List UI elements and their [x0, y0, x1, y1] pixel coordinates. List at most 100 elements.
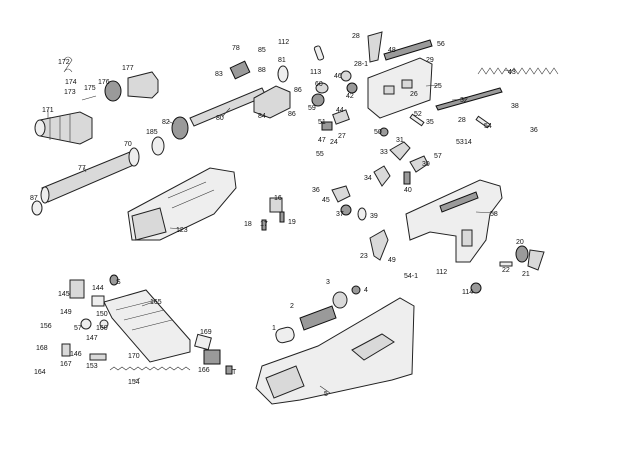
- part-label-p1: 1: [272, 325, 276, 332]
- part-144-S: [91, 274, 119, 307]
- leader-line-p154: [133, 377, 141, 382]
- part-label-p36b: 36: [312, 187, 320, 194]
- part-label-p57: 57: [434, 153, 442, 160]
- part-label-p175: 175: [84, 85, 96, 92]
- magazine-165: [103, 289, 191, 363]
- spring-172: [63, 56, 73, 73]
- part-20-21-22: [499, 245, 545, 271]
- part-label-p165: 165: [150, 299, 162, 306]
- recoil-spring-43: [477, 67, 559, 75]
- leader-line-p77: [83, 166, 87, 173]
- part-label-p5: 5: [324, 391, 328, 398]
- part-16-17-19: [261, 197, 285, 231]
- part-label-p35: 35: [426, 119, 434, 126]
- part-44-51: [321, 109, 350, 131]
- part-label-p173: 173: [64, 89, 76, 96]
- part-label-p83: 83: [215, 71, 223, 78]
- part-label-p86b: 86: [288, 111, 296, 118]
- leader-line-p165: [141, 300, 157, 307]
- part-label-p60: 60: [315, 81, 323, 88]
- part-label-p185: 185: [146, 129, 158, 136]
- part-label-p78: 78: [232, 45, 240, 52]
- part-label-p145: 145: [58, 291, 70, 298]
- small-parts-magazine: [61, 318, 109, 361]
- part-label-p170: 170: [128, 353, 140, 360]
- part-label-p58: 58: [490, 211, 498, 218]
- part-label-p70: 70: [124, 141, 132, 148]
- bolt-assembly-84: [229, 60, 291, 119]
- ring-70: [128, 147, 140, 167]
- leader-line-p32: [451, 98, 467, 101]
- part-label-p87: 87: [30, 195, 38, 202]
- part-label-p17: 17: [260, 221, 268, 228]
- part-label-p86a: 86: [294, 87, 302, 94]
- leader-line-p25: [425, 84, 441, 87]
- pin-113: [313, 45, 325, 61]
- part-label-p146: 146: [70, 351, 82, 358]
- part-label-p56: 56: [437, 41, 445, 48]
- leader-line-p5: [319, 385, 331, 394]
- part-label-p113: 113: [310, 69, 321, 76]
- part-label-p21: 21: [522, 271, 530, 278]
- part-T: [225, 365, 233, 375]
- spring-154: [109, 366, 191, 371]
- part-label-p16: 16: [274, 195, 282, 202]
- part-label-p177: 177: [122, 65, 134, 72]
- part-label-p168: 168: [36, 345, 48, 352]
- part-label-p160: 160: [96, 325, 108, 332]
- part-label-p112a: 112: [278, 39, 289, 46]
- part-label-p23: 23: [360, 253, 368, 260]
- part-label-p54b: 54-1: [404, 273, 418, 280]
- part-label-p53: 53: [456, 139, 464, 146]
- part-46-42: [340, 70, 358, 94]
- part-label-p2: 2: [290, 303, 294, 310]
- part-label-p144: 144: [92, 285, 104, 292]
- part-label-p57b: 57: [74, 325, 82, 332]
- part-label-pS: S: [116, 279, 121, 286]
- part-label-p32: 32: [460, 97, 468, 104]
- part-label-p169: 169: [200, 329, 212, 336]
- leader-line-p123: [169, 227, 183, 230]
- part-label-p38: 38: [511, 103, 519, 110]
- part-label-p3: 3: [326, 279, 330, 286]
- part-label-p82: 82: [162, 119, 170, 126]
- part-label-p55: 55: [316, 151, 324, 158]
- part-label-p26: 26: [410, 91, 418, 98]
- part-label-p112b: 112: [436, 269, 447, 276]
- part-label-p20: 20: [516, 239, 524, 246]
- part-label-p172: 172: [58, 59, 70, 66]
- leader-line-p82: [167, 120, 175, 125]
- part-34-40: [373, 165, 411, 187]
- part-label-p19: 19: [288, 219, 296, 226]
- leader-line-p58: [475, 211, 497, 214]
- part-label-p24: 24: [330, 139, 338, 146]
- leader-line-p43: [503, 69, 515, 72]
- part-label-p147: 147: [86, 335, 98, 342]
- part-label-p22: 22: [502, 267, 510, 274]
- part-label-p30: 30: [422, 161, 430, 168]
- part-label-p84: 84: [258, 113, 266, 120]
- rod-32: [435, 87, 503, 111]
- part-label-p59: 59: [308, 105, 316, 112]
- part-label-p27: 27: [338, 133, 346, 140]
- part-label-p80: 80: [216, 115, 224, 122]
- part-label-p29: 29: [426, 57, 434, 64]
- part-label-p4: 4: [364, 287, 368, 294]
- part-label-p40: 40: [404, 187, 412, 194]
- part-label-p48: 48: [388, 47, 396, 54]
- part-label-p52: 52: [414, 111, 422, 118]
- part-label-p164: 164: [34, 369, 46, 376]
- part-label-p153: 153: [86, 363, 98, 370]
- handguard-123: [127, 167, 237, 241]
- part-label-p36a: 36: [530, 127, 538, 134]
- part-81: [277, 65, 289, 83]
- part-label-p37: 37: [336, 211, 344, 218]
- part-label-p150: 150: [96, 311, 108, 318]
- part-label-p25: 25: [434, 83, 442, 90]
- ring-185: [151, 136, 165, 156]
- part-145: [69, 279, 85, 299]
- nut-82: [171, 116, 189, 140]
- part-label-p123: 123: [176, 227, 188, 234]
